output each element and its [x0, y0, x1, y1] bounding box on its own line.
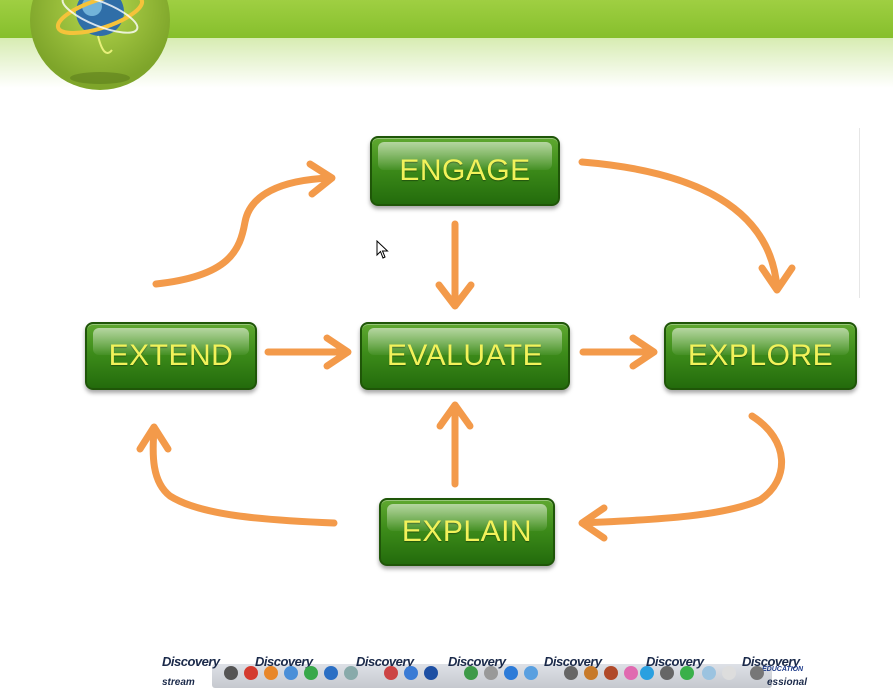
stage-explain-label: EXPLAIN — [401, 515, 533, 548]
dock-app-icon[interactable] — [464, 666, 478, 680]
dock-brand-4: Discovery — [448, 654, 506, 669]
mouse-pointer-icon — [376, 240, 389, 259]
dock-app-icon[interactable] — [604, 666, 618, 680]
globe-logo — [30, 0, 170, 90]
dock-app-icon[interactable] — [244, 666, 258, 680]
stage-engage: ENGAGE — [370, 136, 560, 206]
stage-explore-label: EXPLORE — [687, 339, 834, 372]
dock-app-icon[interactable] — [424, 666, 438, 680]
guide-line — [859, 128, 860, 298]
dock-sub-edu: EDUCATION — [762, 666, 804, 673]
arrow-explore-to-explain — [580, 412, 786, 527]
arrow-explain-to-extend — [149, 426, 338, 527]
dock-brand-2: Discovery — [255, 654, 313, 669]
dock-app-icon[interactable] — [702, 666, 716, 680]
dock-app-icon[interactable] — [484, 666, 498, 680]
dock-strip: Discovery Discovery Discovery Discovery … — [162, 652, 817, 690]
dock-app-icon[interactable] — [304, 666, 318, 680]
dock-app-icon[interactable] — [384, 666, 398, 680]
stage-engage-label: ENGAGE — [399, 154, 531, 187]
stage-extend-label: EXTEND — [108, 339, 234, 372]
dock-app-icon[interactable] — [640, 666, 654, 680]
dock-app-icon[interactable] — [344, 666, 358, 680]
dock-app-icon[interactable] — [564, 666, 578, 680]
dock-brand-3: Discovery — [356, 654, 414, 669]
stage-explain: EXPLAIN — [379, 498, 555, 566]
stage-explore: EXPLORE — [664, 322, 857, 390]
dock-app-icon[interactable] — [722, 666, 736, 680]
dock-app-icon[interactable] — [750, 666, 764, 680]
arrow-engage-to-explore — [578, 158, 781, 292]
dock-app-icon[interactable] — [624, 666, 638, 680]
dock-app-icon[interactable] — [660, 666, 674, 680]
dock-app-icon[interactable] — [264, 666, 278, 680]
dock-app-icon[interactable] — [524, 666, 538, 680]
dock-app-icon[interactable] — [680, 666, 694, 680]
dock-app-icon[interactable] — [324, 666, 338, 680]
dock-brand-1: Discovery — [162, 654, 220, 669]
dock-app-icon[interactable] — [284, 666, 298, 680]
dock-brand-5: Discovery — [544, 654, 602, 669]
dock-app-icon[interactable] — [504, 666, 518, 680]
arrow-extend-to-engage — [152, 174, 334, 288]
dock-app-icon[interactable] — [404, 666, 418, 680]
dock-app-icon[interactable] — [224, 666, 238, 680]
stage-extend: EXTEND — [85, 322, 257, 390]
stage-evaluate-label: EVALUATE — [386, 339, 544, 372]
dock-app-icon[interactable] — [584, 666, 598, 680]
stage-evaluate: EVALUATE — [360, 322, 570, 390]
dock-sub-right: essional — [767, 677, 808, 688]
dock-brand-6: Discovery — [646, 654, 704, 669]
dock-sub-left: stream — [162, 677, 195, 688]
dock-brand-7: Discovery — [742, 654, 800, 669]
